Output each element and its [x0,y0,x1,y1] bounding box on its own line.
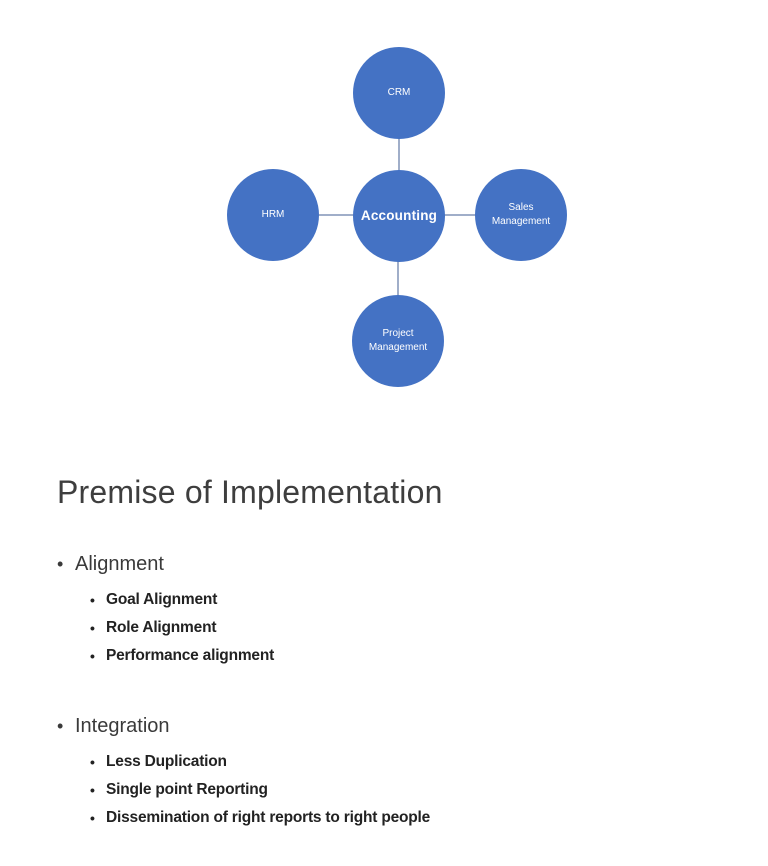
diagram-node-hrm: HRM [227,169,319,261]
diagram-node-crm: CRM [353,47,445,139]
list-item: Less Duplication [90,748,725,776]
bullet-group-integration: Integration Less Duplication Single poin… [57,713,725,832]
bullet-group-alignment: Alignment Goal Alignment Role Alignment … [57,551,725,670]
slide-text-content: Premise of Implementation Alignment Goal… [57,474,725,832]
slide-title: Premise of Implementation [57,474,443,510]
erp-modules-diagram: CRM HRM Accounting Sales Management Proj… [0,0,768,430]
alignment-sub-list: Goal Alignment Role Alignment Performanc… [90,586,725,670]
list-item: Role Alignment [90,614,725,642]
diagram-node-sales-management: Sales Management [475,169,567,261]
list-item: Dissemination of right reports to right … [90,804,725,832]
list-item: Performance alignment [90,642,725,670]
bullet-heading-integration: Integration [57,713,725,739]
diagram-node-project-management: Project Management [352,295,444,387]
bullet-heading-alignment: Alignment [57,551,725,577]
list-item: Goal Alignment [90,586,725,614]
diagram-node-accounting: Accounting [353,170,445,262]
integration-sub-list: Less Duplication Single point Reporting … [90,748,725,832]
list-item: Single point Reporting [90,776,725,804]
